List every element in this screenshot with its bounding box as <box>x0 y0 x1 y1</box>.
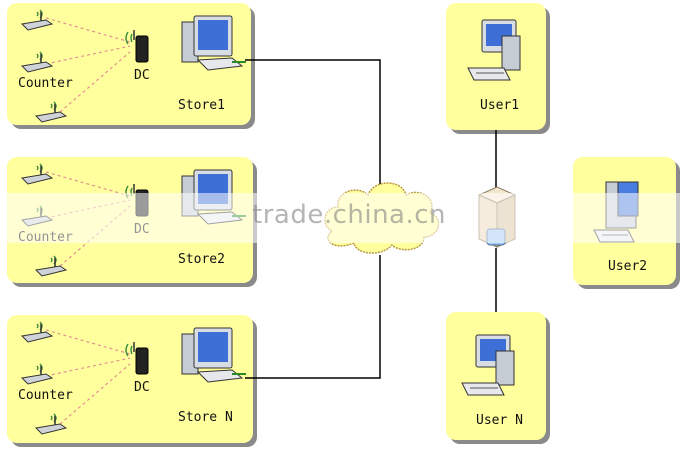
wireless-links <box>45 329 131 425</box>
dc-label: DC <box>134 68 150 83</box>
user-computer-icon <box>467 19 521 81</box>
user-computer-icon <box>461 334 515 396</box>
user2-label: User2 <box>608 259 648 274</box>
watermark-band <box>0 193 696 243</box>
store-computer-icon <box>181 15 246 71</box>
user1-label: User1 <box>480 98 520 113</box>
wireless-counter-icon <box>20 163 54 185</box>
counter-label: Counter <box>18 76 73 91</box>
store-label: Store2 <box>178 252 225 267</box>
wireless-counter-icon <box>34 255 68 277</box>
dc-label: DC <box>134 380 150 395</box>
wireless-counter-icon <box>34 413 68 435</box>
dc-device-icon <box>125 342 149 375</box>
store-computer-icon <box>181 327 246 383</box>
wan-links <box>245 59 497 379</box>
storeN-link <box>245 255 381 379</box>
userN-label: User N <box>476 413 523 428</box>
counter-label: Counter <box>18 388 73 403</box>
wireless-counter-icon <box>34 101 68 123</box>
wireless-counter-icon <box>20 321 54 343</box>
store-label: Store N <box>178 410 233 425</box>
wireless-links <box>45 17 131 113</box>
store1-link <box>245 59 381 185</box>
dc-device-icon <box>125 30 149 63</box>
wireless-counter-icon <box>20 363 54 385</box>
wireless-counter-icon <box>20 9 54 31</box>
store-label: Store1 <box>178 98 225 113</box>
watermark-text: trade.china.cn <box>252 200 447 230</box>
wireless-counter-icon <box>20 51 54 73</box>
